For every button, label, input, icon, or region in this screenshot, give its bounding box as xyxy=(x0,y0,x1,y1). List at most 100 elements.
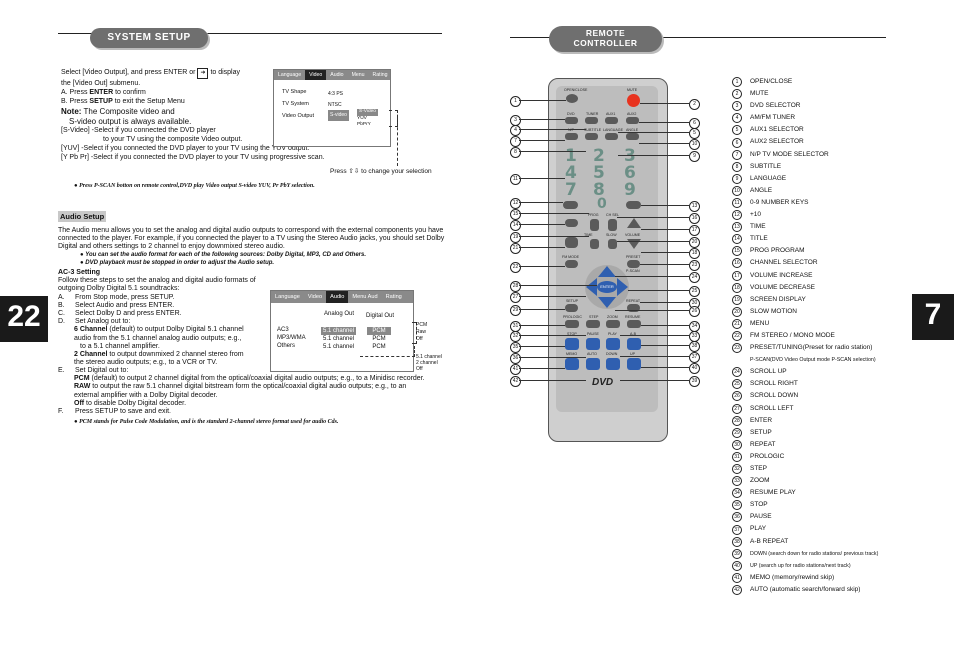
legend-text: A-B REPEAT xyxy=(750,537,789,545)
prog-button[interactable] xyxy=(590,219,599,231)
legend-text: UP (search up for radio stations/next tr… xyxy=(750,562,851,569)
six-channel-l2: audio from the 5.1 channel analog audio … xyxy=(74,334,242,342)
auto-button[interactable] xyxy=(586,358,600,370)
legend-text: 0-9 NUMBER KEYS xyxy=(750,198,809,206)
ypbpr-line: [Y Pb Pr] -Select if you connected the D… xyxy=(61,154,325,161)
legend-number: 37 xyxy=(732,524,742,535)
menu2-analog-value[interactable]: 5.1 channel xyxy=(323,336,355,342)
digit-7-button[interactable]: 7 xyxy=(565,180,577,200)
menu1-row-value[interactable]: S-video xyxy=(328,110,349,121)
digit-5-button[interactable]: 5 xyxy=(593,163,605,183)
up-button[interactable] xyxy=(627,358,641,370)
menu2-digital-value[interactable]: PCM xyxy=(372,336,386,342)
np-button[interactable] xyxy=(565,133,578,140)
menu2-tab-language[interactable]: Language xyxy=(275,294,300,300)
play-button[interactable] xyxy=(606,338,620,350)
digit-3-button[interactable]: 3 xyxy=(624,146,636,166)
title-small-button[interactable] xyxy=(590,239,599,249)
angle-label: ANGLE xyxy=(626,128,639,132)
legend-text: OPEN/CLOSE xyxy=(750,78,793,85)
menu1-tab-audio[interactable]: Audio xyxy=(330,72,344,78)
menu2-tab-rating[interactable]: Rating xyxy=(385,294,402,300)
menu1-option[interactable]: S-Video xyxy=(357,109,378,116)
menu2-analog-value[interactable]: 5.1 channel xyxy=(321,327,357,335)
fm-mode-button[interactable] xyxy=(565,260,578,268)
digit-9-button[interactable]: 9 xyxy=(624,180,636,200)
preset-button[interactable] xyxy=(627,260,640,268)
time-button[interactable] xyxy=(626,201,641,209)
setup-button[interactable] xyxy=(565,304,578,312)
legend-text: N/P TV MODE SELECTOR xyxy=(750,150,829,158)
scroll-right-icon[interactable] xyxy=(617,278,628,296)
menu2-tab-video[interactable]: Video xyxy=(307,294,323,300)
chsel-button[interactable] xyxy=(608,219,617,231)
note-text1: The Composite video and xyxy=(83,107,175,116)
digit-0-button[interactable]: 0 xyxy=(597,196,607,212)
ac3-line: Follow these steps to set the analog and… xyxy=(58,277,256,285)
mute-button[interactable] xyxy=(627,94,640,107)
legend-text: SCREEN DISPLAY xyxy=(750,295,806,303)
menu2-digital-value[interactable]: PCM xyxy=(372,344,386,350)
menu-button[interactable] xyxy=(565,237,578,248)
menu1-tab-language[interactable]: Language xyxy=(278,72,302,78)
subtitle-button[interactable] xyxy=(585,133,598,140)
menu1-tab-rating[interactable]: Rating xyxy=(372,72,388,78)
open-close-button[interactable] xyxy=(566,94,578,103)
digit-8-button[interactable]: 8 xyxy=(593,180,605,200)
menu2-digital-value[interactable]: PCM xyxy=(367,327,391,335)
aux2-button[interactable] xyxy=(626,117,639,124)
menu1-option[interactable]: YUV xyxy=(357,115,367,121)
title-button[interactable] xyxy=(565,219,578,227)
menu2-tab-audio[interactable]: Audio xyxy=(326,291,349,303)
scroll-left-icon[interactable] xyxy=(586,278,597,296)
language-button[interactable] xyxy=(605,133,618,140)
menu1-option[interactable]: PbPrY xyxy=(357,122,371,127)
tuner-button[interactable] xyxy=(585,117,598,124)
scroll-up-icon[interactable] xyxy=(598,266,616,277)
callout-leader xyxy=(519,325,565,326)
legend-number: 22 xyxy=(732,331,742,342)
audio-para-line: The Audio menu allows you to set the ana… xyxy=(58,227,444,234)
memo-button[interactable] xyxy=(565,358,579,370)
slow-button[interactable] xyxy=(608,239,617,249)
scroll-down-icon[interactable] xyxy=(598,297,616,308)
menu1-tab-video[interactable]: Video xyxy=(305,70,327,80)
digit-2-button[interactable]: 2 xyxy=(593,146,605,166)
ab-repeat-button[interactable] xyxy=(627,338,641,350)
zoom-button[interactable] xyxy=(606,320,620,328)
up-label: UP xyxy=(630,352,635,356)
step-button[interactable] xyxy=(586,320,600,328)
aux1-label: AUX1 xyxy=(606,112,616,116)
plus10-button[interactable] xyxy=(563,201,578,209)
pcm-note-text: PCM stands for Pulse Code Modulation, an… xyxy=(79,419,339,425)
down-button[interactable] xyxy=(606,358,620,370)
menu2-analog-leader xyxy=(360,346,415,357)
subtitle-label: SUBTITLE xyxy=(584,128,602,132)
menu1-tab-menuaud[interactable]: Menu Aud xyxy=(351,72,365,88)
stop-button[interactable] xyxy=(565,338,579,350)
pause-label: PAUSE xyxy=(587,332,599,336)
pause-button[interactable] xyxy=(586,338,600,350)
menu2-analog-value[interactable]: 5.1 channel xyxy=(323,344,355,350)
angle-button[interactable] xyxy=(626,133,639,140)
aux1-button[interactable] xyxy=(605,117,618,124)
legend-number: 41 xyxy=(732,572,742,583)
analog-option: 2 channel xyxy=(416,360,438,366)
digit-4-button[interactable]: 4 xyxy=(565,163,577,183)
dvd-button[interactable] xyxy=(565,117,578,124)
repeat-button[interactable] xyxy=(627,304,640,312)
digit-6-button[interactable]: 6 xyxy=(624,163,636,183)
legend-text: ANGLE xyxy=(750,186,773,194)
digit-1-button[interactable]: 1 xyxy=(565,146,577,166)
enter-button[interactable]: ENTER xyxy=(597,281,617,293)
volume-down-icon[interactable] xyxy=(627,239,641,249)
menu2-tab-menuaud[interactable]: Menu Aud xyxy=(352,294,378,300)
resume-button[interactable] xyxy=(627,320,641,328)
callout-leader xyxy=(519,119,565,120)
prologic-button[interactable] xyxy=(565,320,579,328)
volume-up-icon[interactable] xyxy=(627,218,641,228)
step-key: A. xyxy=(58,293,65,301)
